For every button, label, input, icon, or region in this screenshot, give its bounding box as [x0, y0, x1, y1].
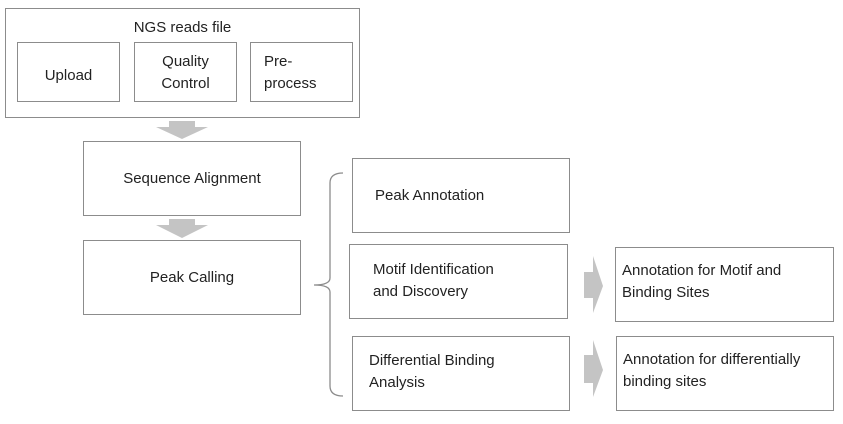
peak-calling-box [83, 240, 301, 315]
down-arrow-icon [156, 219, 208, 238]
differential-annotation-label: Annotation for differentially binding si… [623, 351, 801, 390]
preprocess-box [250, 42, 353, 102]
sequence-alignment-label: Sequence Alignment [123, 170, 261, 187]
right-arrow-icon [584, 340, 603, 397]
differential-binding-box [352, 336, 570, 411]
motif-annotation-label: Annotation for Motif and Binding Sites [622, 262, 782, 301]
quality-control-box [134, 42, 237, 102]
motif-identification-box [349, 244, 568, 319]
upload-box [17, 42, 120, 102]
down-arrow-icon [156, 121, 208, 139]
quality-control-label: Quality Control [161, 53, 210, 92]
peak-annotation-label: Peak Annotation [375, 187, 485, 204]
right-arrow-icon [584, 256, 603, 313]
ngs-reads-file-title: NGS reads file [133, 19, 232, 36]
upload-label: Upload [44, 67, 93, 84]
peak-annotation-box [352, 158, 570, 233]
differential-annotation-box [616, 336, 834, 411]
motif-identification-label: Motif Identification and Discovery [373, 261, 494, 300]
sequence-alignment-box [83, 141, 301, 216]
motif-annotation-box [615, 247, 834, 322]
peak-calling-label: Peak Calling [149, 269, 235, 286]
grouping-bracket [313, 172, 344, 397]
differential-binding-label: Differential Binding Analysis [369, 352, 495, 391]
preprocess-label: Pre- process [264, 53, 317, 92]
